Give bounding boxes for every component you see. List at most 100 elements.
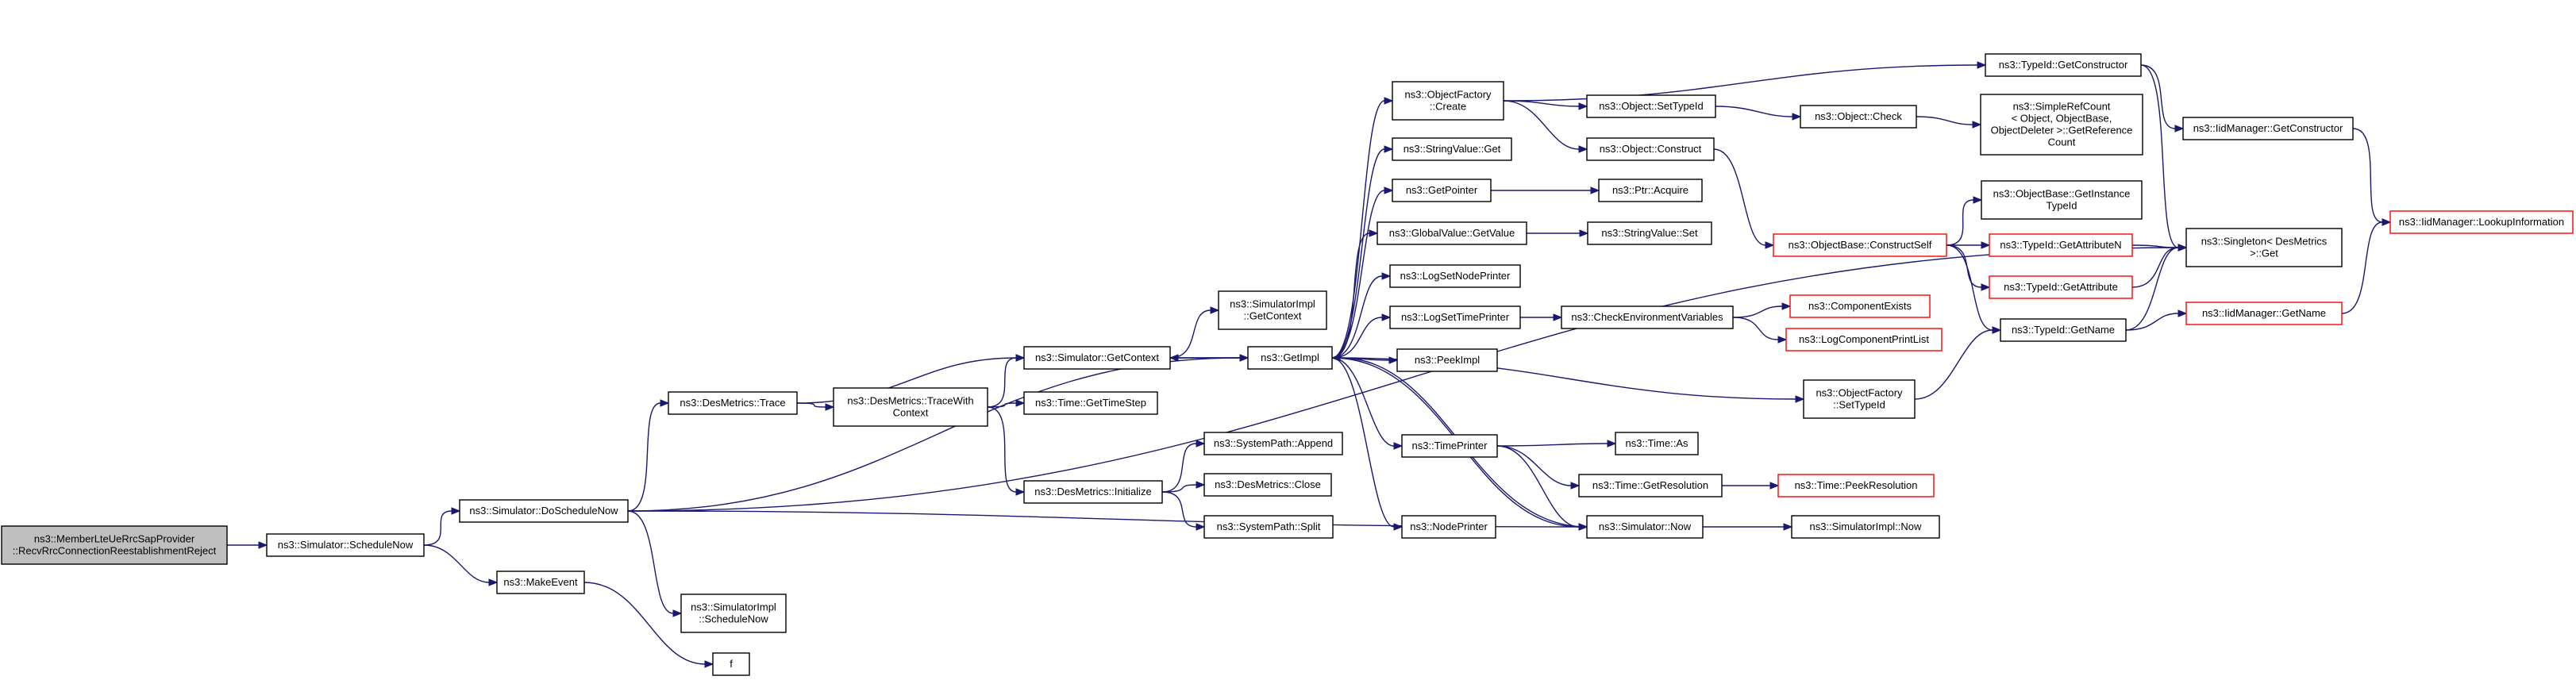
edge-desmetrics-tracewith-to-time-gettimestep bbox=[987, 399, 1026, 408]
node-label-line: ::SetTypeId bbox=[1833, 399, 1885, 411]
node-sim-getcontext[interactable]: ns3::Simulator::GetContext bbox=[1023, 346, 1171, 370]
node-singleton-get[interactable]: ns3::Singleton< DesMetrics>::Get bbox=[2185, 228, 2343, 267]
node-typeid-getconstructor[interactable]: ns3::TypeId::GetConstructor bbox=[1985, 53, 2142, 77]
node-stringvalue-set[interactable]: ns3::StringValue::Set bbox=[1587, 221, 1712, 245]
node-label-line: ns3::SystemPath::Append bbox=[1214, 437, 1333, 449]
edge-globalvalue-getvalue-to-stringvalue-set bbox=[1526, 229, 1589, 237]
node-timeprinter[interactable]: ns3::TimePrinter bbox=[1401, 434, 1498, 458]
edge-getimpl-to-logsettimeprinter bbox=[1331, 313, 1392, 359]
edge-object-check-to-simplerefcount bbox=[1916, 116, 1982, 129]
edge-desmetrics-initialize-to-systempath-append bbox=[1161, 440, 1206, 493]
node-ptr-acquire[interactable]: ns3::Ptr::Acquire bbox=[1598, 179, 1703, 202]
node-label-line: ns3::SystemPath::Split bbox=[1217, 521, 1321, 532]
edge-getimpl-to-logsetnodeprinter bbox=[1331, 272, 1392, 359]
node-label-line: ns3::SimpleRefCount bbox=[2013, 101, 2111, 113]
node-label-line: ns3::SimulatorImpl::Now bbox=[1810, 521, 1922, 532]
node-f[interactable]: f bbox=[712, 652, 750, 676]
node-typeid-getname[interactable]: ns3::TypeId::GetName bbox=[2000, 318, 2127, 342]
node-simplerefcount[interactable]: ns3::SimpleRefCount< Object, ObjectBase,… bbox=[1980, 94, 2143, 156]
node-label-line: ns3::Simulator::Now bbox=[1599, 521, 1692, 532]
node-label-line: ns3::Simulator::GetContext bbox=[1035, 352, 1159, 363]
node-makeevent[interactable]: ns3::MakeEvent bbox=[496, 571, 585, 594]
node-globalvalue-getvalue[interactable]: ns3::GlobalValue::GetValue bbox=[1377, 221, 1527, 245]
edge-getimpl-to-timeprinter bbox=[1331, 357, 1404, 450]
node-simimpl-getcontext[interactable]: ns3::SimulatorImpl::GetContext bbox=[1218, 290, 1327, 330]
node-schedulenow[interactable]: ns3::Simulator::ScheduleNow bbox=[266, 533, 425, 557]
edge-timeprinter-to-time-getresolution bbox=[1496, 445, 1581, 490]
edge-object-settypeid-to-object-check bbox=[1715, 106, 1802, 121]
node-label-line: ::ScheduleNow bbox=[699, 613, 768, 625]
node-label-line: ObjectDeleter >::GetReference bbox=[1991, 125, 2133, 136]
edge-desmetrics-trace-to-desmetrics-tracewith bbox=[796, 402, 835, 411]
node-logsetnodeprinter[interactable]: ns3::LogSetNodePrinter bbox=[1389, 264, 1521, 288]
node-nodeprinter[interactable]: ns3::NodePrinter bbox=[1401, 515, 1496, 539]
node-object-check[interactable]: ns3::Object::Check bbox=[1800, 105, 1917, 129]
node-time-gettimestep[interactable]: ns3::Time::GetTimeStep bbox=[1023, 391, 1158, 415]
node-systempath-append[interactable]: ns3::SystemPath::Append bbox=[1203, 432, 1343, 455]
node-logcomponentprintlist[interactable]: ns3::LogComponentPrintList bbox=[1785, 328, 1943, 352]
node-label-line: ns3::StringValue::Get bbox=[1404, 143, 1501, 155]
node-typeid-getattributen[interactable]: ns3::TypeId::GetAttributeN bbox=[1989, 233, 2133, 257]
node-iidmanager-getconstructor[interactable]: ns3::IidManager::GetConstructor bbox=[2182, 117, 2354, 140]
edge-typeid-getconstructor-to-iidmanager-getconstructor bbox=[2140, 64, 2185, 133]
node-iidmanager-lookupinfo[interactable]: ns3::IidManager::LookupInformation bbox=[2389, 210, 2574, 234]
node-typeid-getattribute[interactable]: ns3::TypeId::GetAttribute bbox=[1989, 275, 2133, 299]
node-label-line: ns3::TypeId::GetAttributeN bbox=[2000, 239, 2121, 251]
node-iidmanager-getname[interactable]: ns3::IidManager::GetName bbox=[2185, 302, 2343, 325]
node-label-line: ns3::ObjectFactory bbox=[1404, 89, 1492, 101]
edge-getimpl-to-sim-getcontext bbox=[1169, 354, 1249, 362]
node-label-line: ns3::SimulatorImpl bbox=[1230, 298, 1315, 310]
nodes-layer: ns3::MemberLteUeRrcSapProvider::RecvRrcC… bbox=[1, 53, 2574, 676]
node-label-line: ns3::Object::Construct bbox=[1600, 143, 1702, 155]
node-desmetrics-trace[interactable]: ns3::DesMetrics::Trace bbox=[668, 391, 798, 415]
node-logsettimeprinter[interactable]: ns3::LogSetTimePrinter bbox=[1389, 305, 1521, 329]
edge-objectbase-constructself-to-typeid-getattributen bbox=[1946, 241, 1991, 249]
node-objectbase-constructself[interactable]: ns3::ObjectBase::ConstructSelf bbox=[1773, 233, 1947, 257]
node-getimpl[interactable]: ns3::GetImpl bbox=[1247, 346, 1333, 370]
edges-layer bbox=[227, 61, 2392, 668]
edge-desmetrics-tracewith-to-desmetrics-initialize bbox=[987, 406, 1026, 496]
node-simimpl-schedulenow[interactable]: ns3::SimulatorImpl::ScheduleNow bbox=[680, 594, 787, 633]
node-objectfactory-settypeid[interactable]: ns3::ObjectFactory::SetTypeId bbox=[1803, 379, 1916, 419]
node-time-as[interactable]: ns3::Time::As bbox=[1615, 432, 1699, 455]
node-getpointer[interactable]: ns3::GetPointer bbox=[1392, 179, 1492, 202]
node-simimpl-now[interactable]: ns3::SimulatorImpl::Now bbox=[1791, 515, 1940, 539]
edge-doschedulenow-to-desmetrics-trace bbox=[627, 399, 670, 512]
node-label-line: ns3::TypeId::GetConstructor bbox=[1999, 59, 2128, 71]
node-label-line: ns3::MemberLteUeRrcSapProvider bbox=[34, 533, 195, 545]
node-label-line: ::RecvRrcConnectionReestablishmentReject bbox=[13, 545, 217, 557]
edge-sim-getcontext-to-simimpl-getcontext bbox=[1169, 306, 1220, 359]
node-label-line: ns3::GetPointer bbox=[1406, 184, 1478, 196]
node-checkenvvars[interactable]: ns3::CheckEnvironmentVariables bbox=[1561, 305, 1734, 329]
node-time-peekresolution[interactable]: ns3::Time::PeekResolution bbox=[1777, 474, 1935, 498]
node-label-line: ns3::DesMetrics::Trace bbox=[680, 397, 785, 409]
node-label-line: ns3::IidManager::GetName bbox=[2202, 307, 2326, 319]
node-object-settypeid[interactable]: ns3::Object::SetTypeId bbox=[1586, 94, 1716, 118]
node-sim-now[interactable]: ns3::Simulator::Now bbox=[1586, 515, 1704, 539]
node-desmetrics-close[interactable]: ns3::DesMetrics::Close bbox=[1203, 473, 1332, 497]
edge-checkenvvars-to-logcomponentprintlist bbox=[1732, 317, 1788, 344]
node-label-line: ns3::LogSetNodePrinter bbox=[1400, 270, 1511, 282]
node-desmetrics-initialize[interactable]: ns3::DesMetrics::Initialize bbox=[1023, 480, 1163, 504]
node-time-getresolution[interactable]: ns3::Time::GetResolution bbox=[1578, 474, 1723, 498]
node-root[interactable]: ns3::MemberLteUeRrcSapProvider::RecvRrcC… bbox=[1, 525, 228, 565]
edge-getimpl-to-objectfactory-create bbox=[1331, 97, 1394, 359]
node-label-line: ns3::Object::SetTypeId bbox=[1599, 100, 1704, 112]
node-systempath-split[interactable]: ns3::SystemPath::Split bbox=[1203, 515, 1334, 539]
edge-time-getresolution-to-time-peekresolution bbox=[1722, 482, 1780, 490]
node-label-line: ns3::TypeId::GetName bbox=[2012, 324, 2115, 336]
node-label-line: ::GetContext bbox=[1244, 310, 1302, 322]
node-peekimpl[interactable]: ns3::PeekImpl bbox=[1396, 348, 1498, 372]
edge-typeid-getconstructor-to-singleton-get bbox=[2140, 64, 2188, 252]
node-doschedulenow[interactable]: ns3::Simulator::DoScheduleNow bbox=[459, 499, 629, 523]
node-objectfactory-create[interactable]: ns3::ObjectFactory::Create bbox=[1392, 81, 1504, 121]
node-object-construct[interactable]: ns3::Object::Construct bbox=[1586, 137, 1715, 161]
node-componentexists[interactable]: ns3::ComponentExists bbox=[1789, 294, 1931, 318]
node-label-line: ns3::ObjectBase::ConstructSelf bbox=[1789, 239, 1932, 251]
edge-typeid-getname-to-iidmanager-getname bbox=[2125, 309, 2188, 331]
edge-root-to-schedulenow bbox=[227, 541, 268, 549]
edge-getimpl-to-getpointer bbox=[1331, 186, 1394, 359]
node-stringvalue-get[interactable]: ns3::StringValue::Get bbox=[1392, 137, 1512, 161]
